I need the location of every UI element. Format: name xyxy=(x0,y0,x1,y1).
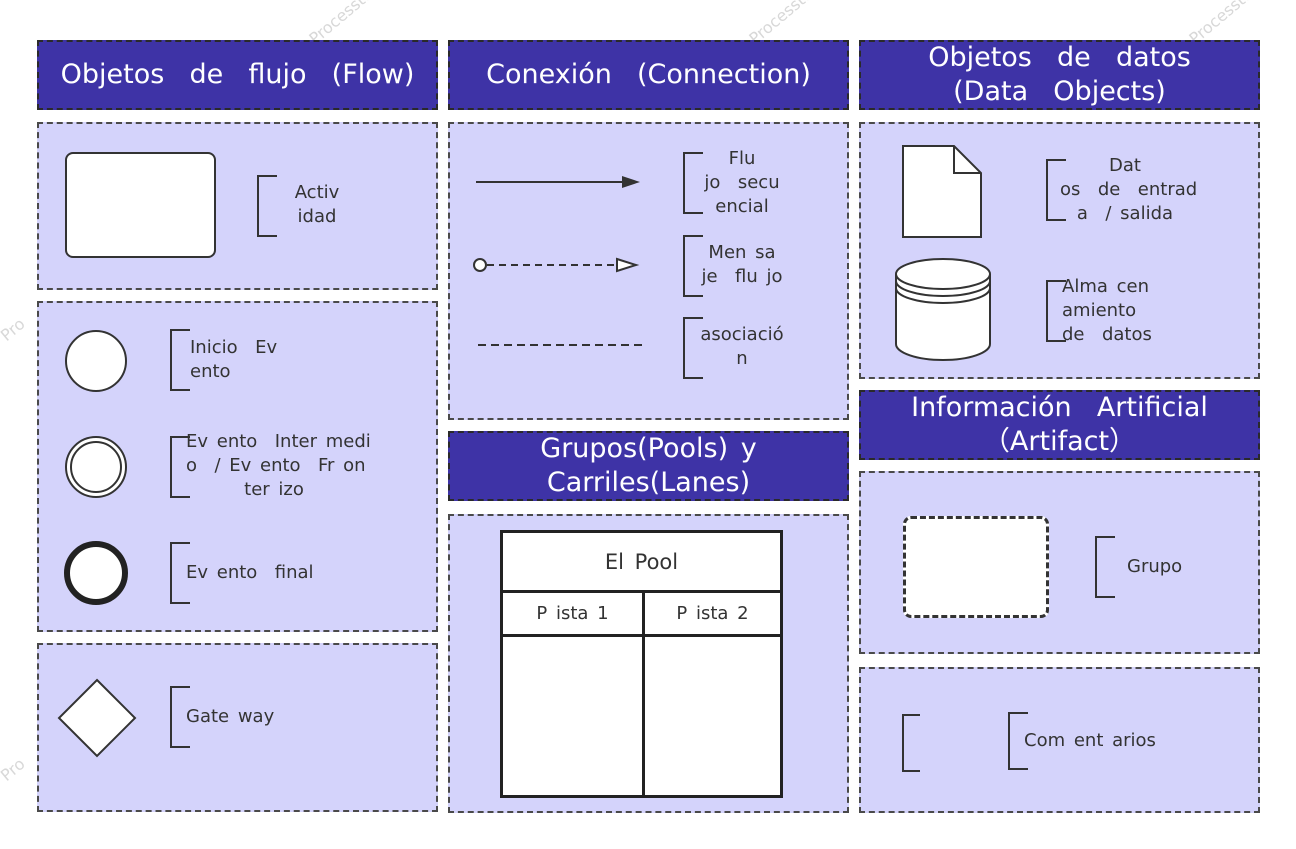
pools-title: Grupos(Pools) y Carriles(Lanes) xyxy=(540,433,757,498)
pools-header: Grupos(Pools) y Carriles(Lanes) xyxy=(448,431,849,501)
data-store-icon xyxy=(895,258,991,361)
sequence-flow-label: Flu jo secu encial xyxy=(704,148,780,217)
watermark: Pro xyxy=(0,314,29,345)
group-label: Grupo xyxy=(1127,556,1183,577)
association-bracket xyxy=(683,317,703,379)
artifact-title: Información Artificial （Artifact） xyxy=(911,392,1208,457)
artifact-header: Información Artificial （Artifact） xyxy=(859,390,1260,460)
gateway-diamond xyxy=(57,678,137,758)
association-label: asociació n xyxy=(700,324,784,369)
comments-panel xyxy=(859,667,1260,813)
intermediate-event-circle xyxy=(65,436,127,498)
gateway-panel xyxy=(37,643,438,812)
start-event-label: Inicio Ev ento xyxy=(190,337,278,382)
end-event-bracket xyxy=(170,542,190,604)
data-io-label: Dat os de entrad a / salida xyxy=(1060,155,1198,224)
connection-panel xyxy=(448,122,849,420)
end-event-circle xyxy=(64,541,128,605)
pool-title: El Pool xyxy=(503,533,780,593)
comment-shape-bracket xyxy=(902,714,920,772)
message-flow-label: Men sa je flu jo xyxy=(701,242,783,287)
gateway-bracket xyxy=(170,686,190,748)
lane-1-header: P ista 1 xyxy=(503,593,642,637)
comments-bracket xyxy=(1008,712,1028,770)
data-store-bracket xyxy=(1046,280,1066,342)
message-flow-arrow xyxy=(473,257,640,273)
intermediate-event-label: Ev ento Inter medi o / Ev ento Fr on ter… xyxy=(186,431,371,500)
activity-bracket xyxy=(257,175,277,237)
activity-shape xyxy=(65,152,216,258)
data-objects-title: Objetos de datos (Data Objects) xyxy=(928,42,1191,107)
pool-diagram: El Pool P ista 1 P ista 2 xyxy=(500,530,783,798)
data-objects-header: Objetos de datos (Data Objects) xyxy=(859,40,1260,110)
start-event-bracket xyxy=(170,329,190,391)
gateway-label: Gate way xyxy=(186,706,275,727)
lane-divider xyxy=(642,593,645,798)
lane-2-header: P ista 2 xyxy=(645,593,780,637)
sequence-flow-arrow xyxy=(476,176,640,188)
data-object-icon xyxy=(902,145,982,238)
connection-title: Conexión (Connection) xyxy=(486,59,811,90)
flow-objects-title: Objetos de flujo (Flow) xyxy=(60,59,415,90)
flow-objects-header: Objetos de flujo (Flow) xyxy=(37,40,438,110)
data-store-label: Alma cen amiento de datos xyxy=(1062,276,1152,345)
group-shape xyxy=(903,516,1049,618)
intermediate-event-bracket xyxy=(170,436,190,498)
connection-header: Conexión (Connection) xyxy=(448,40,849,110)
comments-label: Com ent arios xyxy=(1024,730,1156,751)
data-io-bracket xyxy=(1046,159,1066,221)
sequence-flow-bracket xyxy=(683,152,703,214)
activity-label: Activ idad xyxy=(294,182,340,227)
watermark: Pro xyxy=(0,754,29,785)
message-flow-bracket xyxy=(683,235,703,297)
association-line xyxy=(478,344,642,346)
end-event-label: Ev ento final xyxy=(186,562,314,583)
start-event-circle xyxy=(65,330,127,392)
group-bracket xyxy=(1095,536,1115,598)
